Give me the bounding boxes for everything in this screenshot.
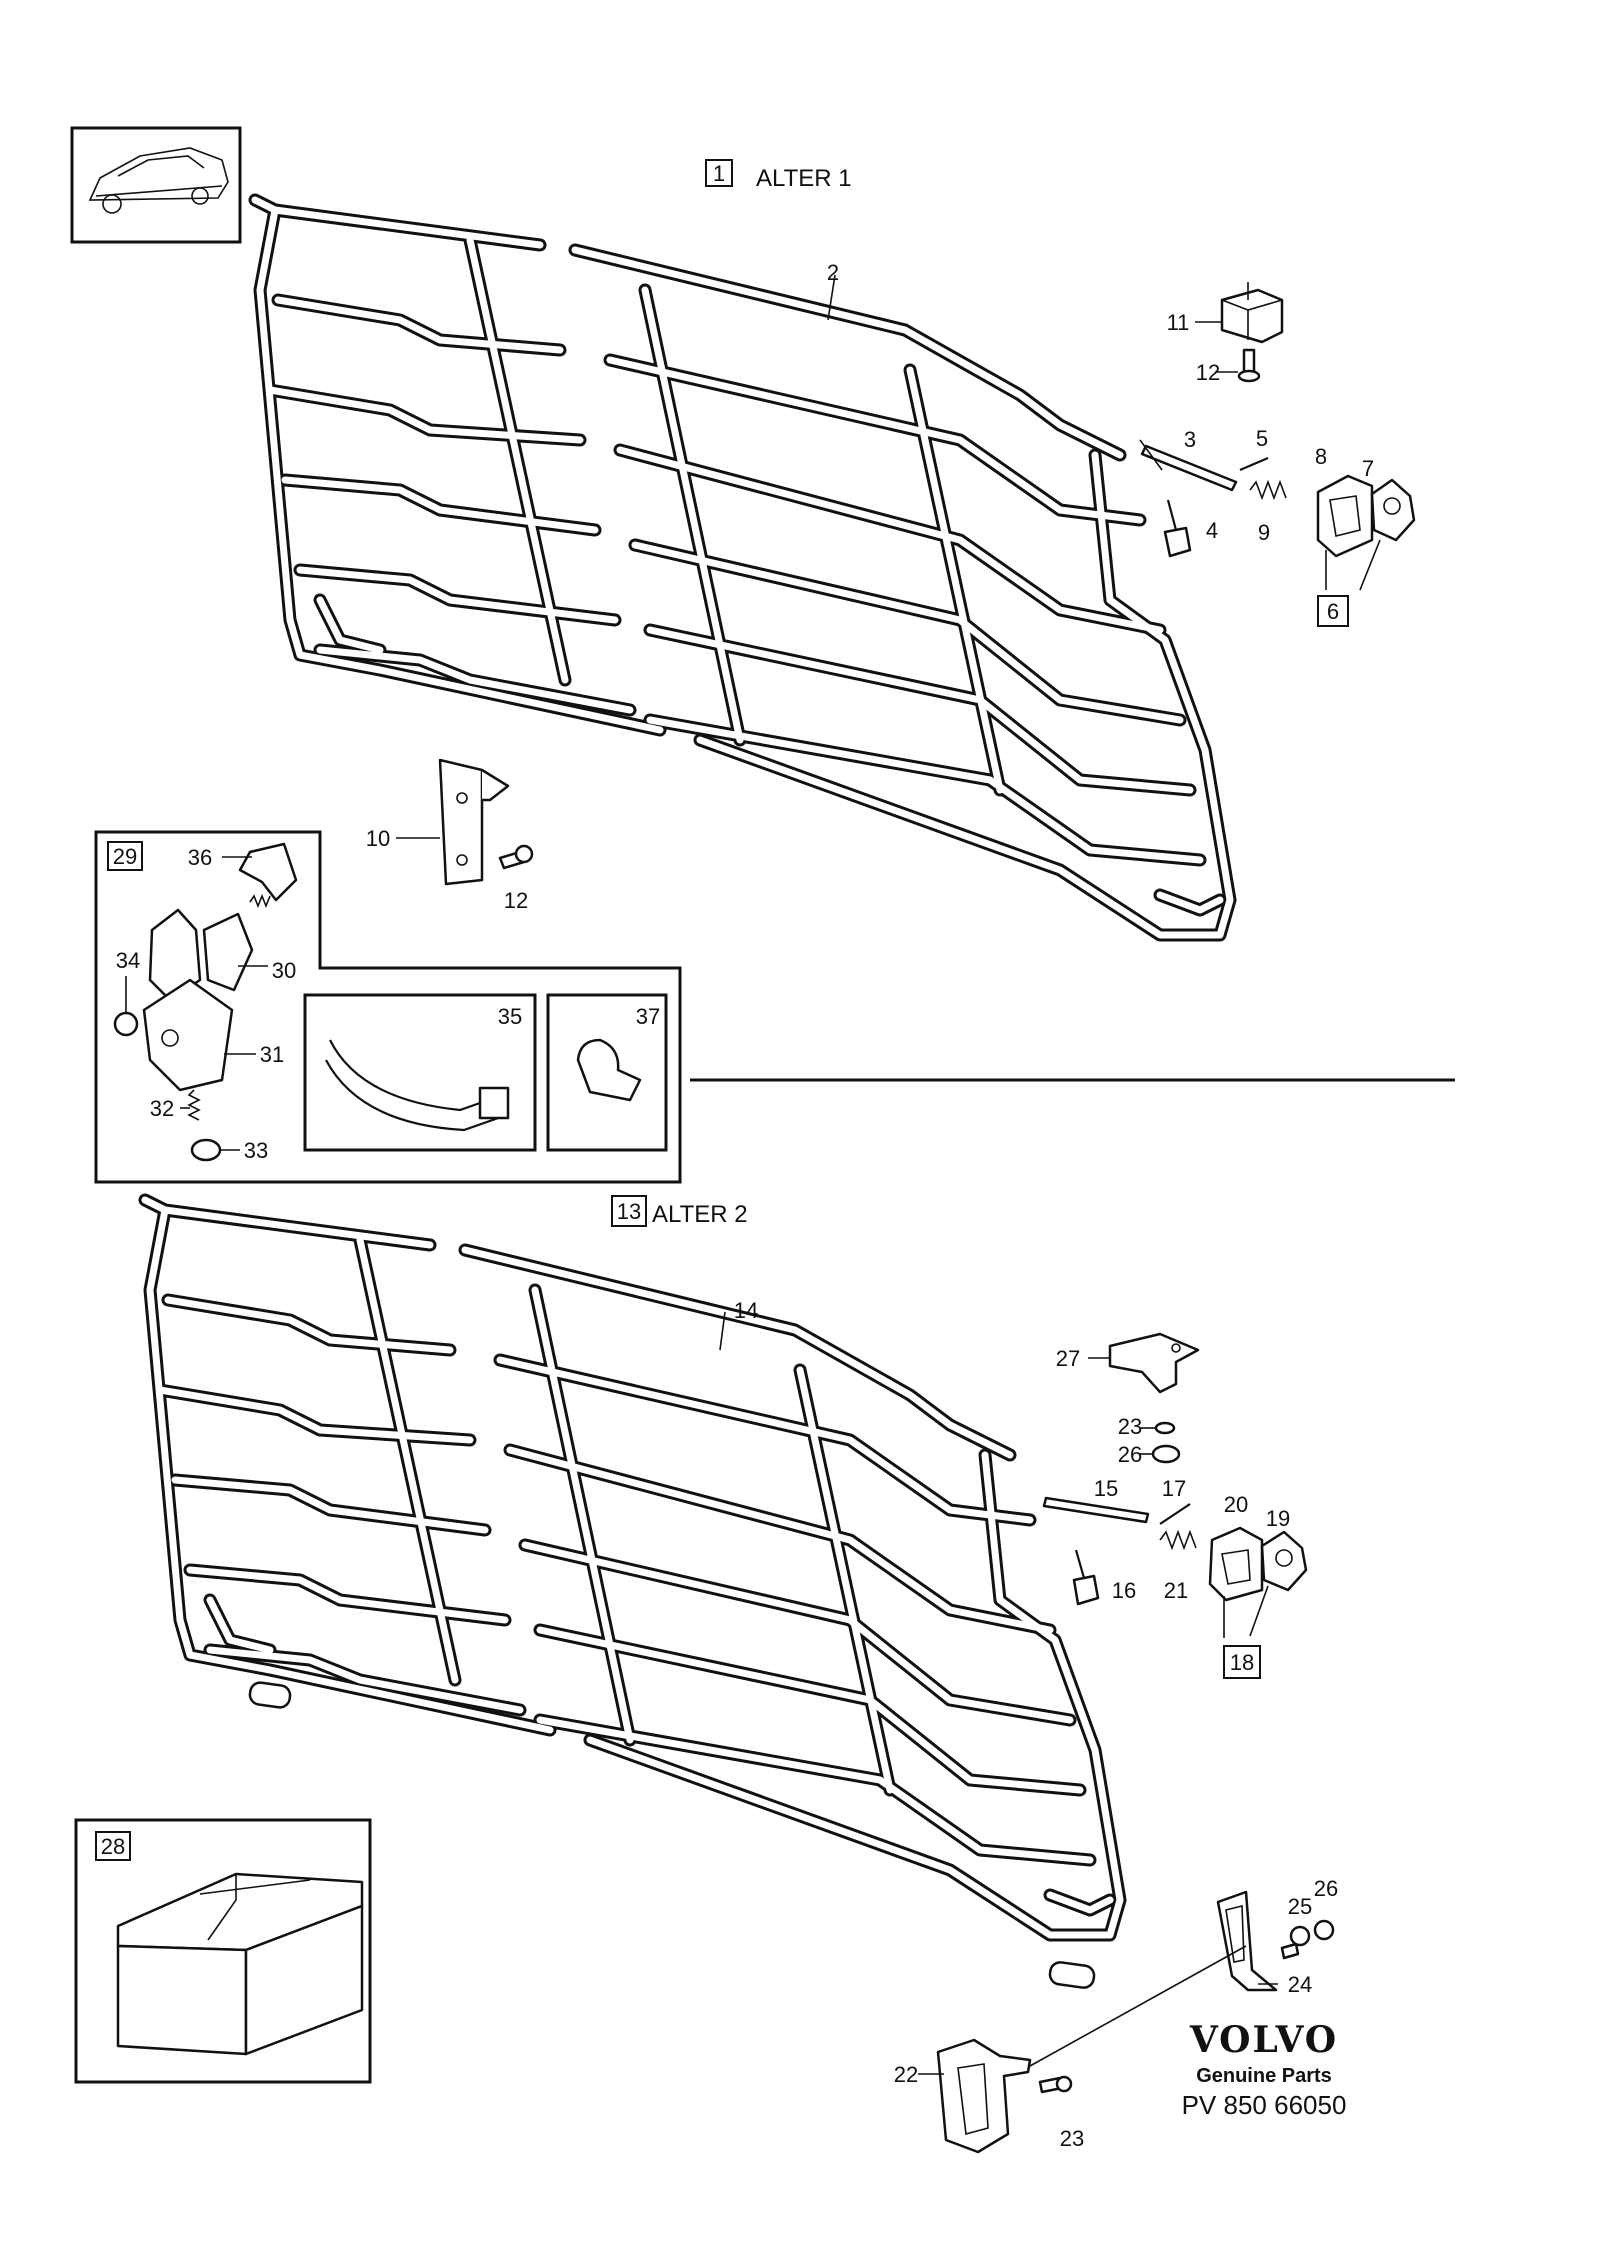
boxed-callouts: 6 18 28 29 35 37 [95, 595, 1349, 1861]
alter-2-heading: 13 ALTER 2 [611, 1195, 748, 1228]
brand-block: VOLVO Genuine Parts PV 850 66050 [1182, 2019, 1347, 2120]
label-27: 27 [1056, 1346, 1080, 1371]
parts-box-icon [74, 1818, 372, 2084]
label-21: 21 [1164, 1578, 1188, 1603]
alter-1-title: ALTER 1 [756, 165, 852, 192]
alter-1-box-number: 1 [713, 161, 725, 186]
label-17: 17 [1162, 1476, 1186, 1501]
label-4: 4 [1206, 518, 1218, 543]
car-thumbnail-icon [70, 126, 242, 244]
label-14: 14 [734, 1298, 758, 1323]
catalog-code: PV 850 66050 [1182, 2090, 1347, 2120]
label-35: 35 [498, 1004, 522, 1029]
label-12-bracket: 12 [504, 888, 528, 913]
label-33: 33 [244, 1138, 268, 1163]
label-31: 31 [260, 1042, 284, 1067]
label-12-upper: 12 [1196, 360, 1220, 385]
label-8: 8 [1315, 444, 1327, 469]
label-23-lower: 23 [1060, 2126, 1084, 2151]
alter-1-heading: 1 ALTER 1 [705, 159, 852, 192]
hardware-upper [1139, 282, 1416, 591]
brand-name: VOLVO [1189, 2019, 1338, 2061]
label-30: 30 [272, 958, 296, 983]
label-25: 25 [1288, 1894, 1312, 1919]
end-sleeve-left [248, 1681, 292, 1709]
label-26-upper: 26 [1118, 1442, 1142, 1467]
label-3: 3 [1184, 427, 1196, 452]
alter-2-box-number: 13 [617, 1199, 641, 1224]
label-34: 34 [116, 948, 140, 973]
label-7: 7 [1362, 456, 1374, 481]
guard-grille-upper [248, 193, 1237, 942]
label-32: 32 [150, 1096, 174, 1121]
label-15: 15 [1094, 1476, 1118, 1501]
hardware-lower [918, 1332, 1335, 2154]
label-26-lower: 26 [1314, 1876, 1338, 1901]
label-24: 24 [1288, 1972, 1312, 1997]
inset-detail [94, 830, 682, 1184]
end-sleeve-right [1048, 1961, 1096, 1989]
callout-labels: 2 3 4 5 7 8 9 10 11 12 12 14 15 16 17 19… [116, 260, 1374, 2151]
label-16: 16 [1112, 1578, 1136, 1603]
box-28: 28 [101, 1834, 125, 1859]
label-9: 9 [1258, 520, 1270, 545]
label-10: 10 [366, 826, 390, 851]
alter-2-title: ALTER 2 [652, 1201, 748, 1228]
guard-grille-lower [145, 1200, 1120, 1935]
label-2: 2 [827, 260, 839, 285]
label-36: 36 [188, 845, 212, 870]
brand-tagline: Genuine Parts [1196, 2065, 1332, 2087]
label-19: 19 [1266, 1506, 1290, 1531]
label-20: 20 [1224, 1492, 1248, 1517]
box-18: 18 [1230, 1650, 1254, 1675]
box-29: 29 [113, 844, 137, 869]
label-37: 37 [636, 1004, 660, 1029]
label-22: 22 [894, 2062, 918, 2087]
bracket-10 [396, 758, 534, 886]
label-11: 11 [1167, 310, 1190, 335]
box-6: 6 [1327, 599, 1339, 624]
label-5: 5 [1256, 426, 1268, 451]
label-23-upper: 23 [1118, 1414, 1142, 1439]
